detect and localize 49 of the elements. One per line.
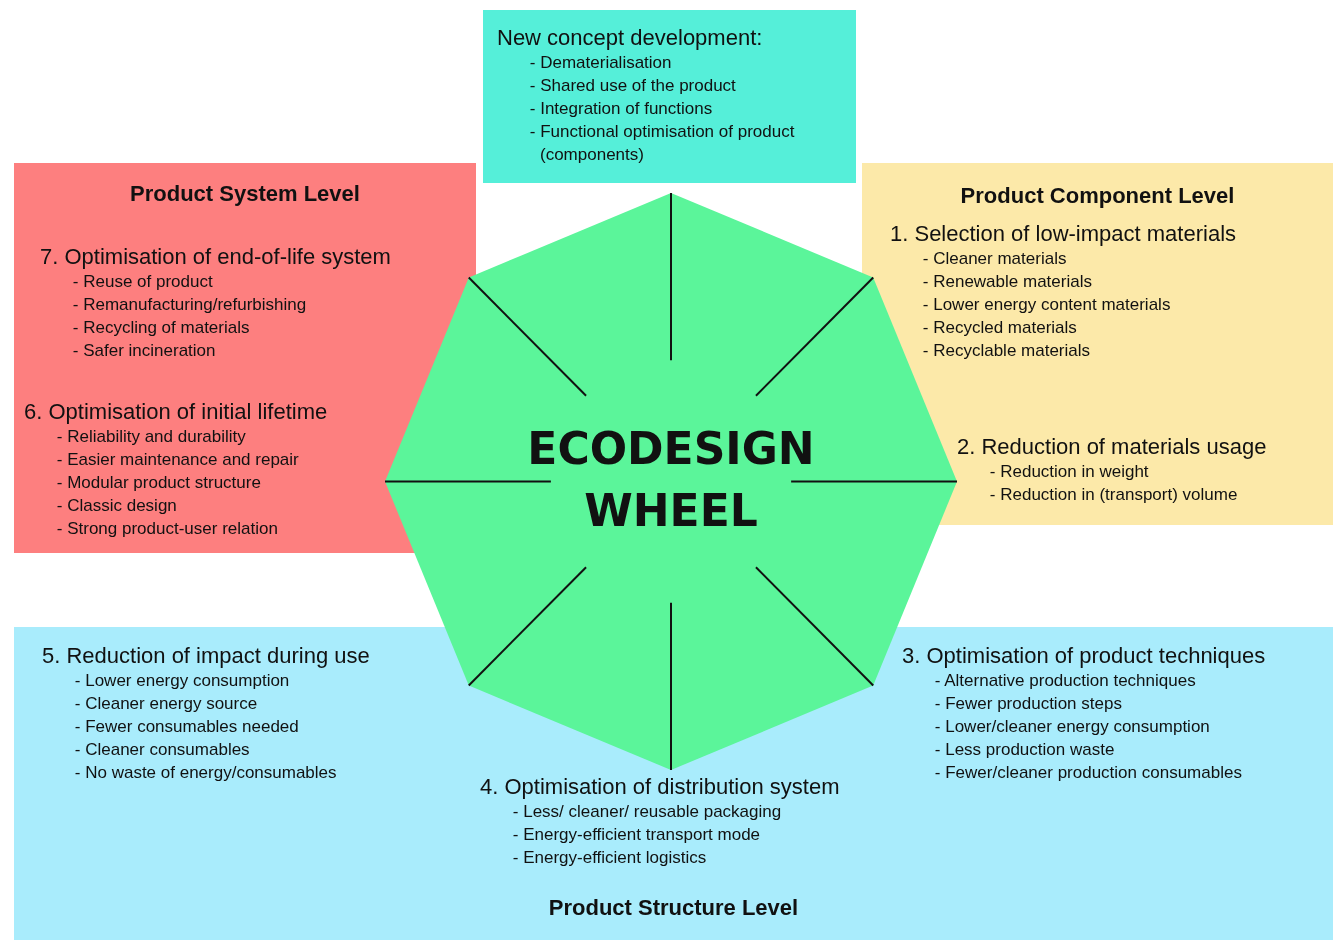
- panel-heading: Product Structure Level: [547, 895, 800, 921]
- level-panel: [14, 627, 1333, 940]
- level-panel: [14, 163, 476, 553]
- list-item: - Lower/cleaner energy consumption: [933, 716, 1211, 738]
- list-item: - Renewable materials: [921, 271, 1093, 293]
- concept-panel: [483, 10, 856, 183]
- list-item: - Shared use of the product: [528, 75, 737, 97]
- level-panel: [862, 163, 1333, 525]
- section-heading: 4. Optimisation of distribution system: [480, 773, 841, 800]
- list-item: - Reduction in weight: [988, 461, 1150, 483]
- section-heading: 2. Reduction of materials usage: [957, 433, 1268, 460]
- section-heading: 1. Selection of low-impact materials: [890, 220, 1238, 247]
- list-item: - Easier maintenance and repair: [55, 449, 300, 471]
- list-item: - Recycled materials: [921, 317, 1078, 339]
- section-heading: 7. Optimisation of end-of-life system: [40, 243, 392, 270]
- list-item: - Lower energy content materials: [921, 294, 1172, 316]
- list-item: - Safer incineration: [71, 340, 217, 362]
- list-item: - Classic design: [55, 495, 178, 517]
- section-heading: 5. Reduction of impact during use: [42, 642, 371, 669]
- list-item: - Reduction in (transport) volume: [988, 484, 1239, 506]
- list-item: - Cleaner consumables: [73, 739, 251, 761]
- list-item: - Fewer/cleaner production consumables: [933, 762, 1243, 784]
- section-heading: New concept development:: [497, 24, 764, 51]
- list-item: - No waste of energy/consumables: [73, 762, 338, 784]
- list-item: - Fewer consumables needed: [73, 716, 300, 738]
- list-item: - Modular product structure: [55, 472, 262, 494]
- list-item: - Reliability and durability: [55, 426, 247, 448]
- list-item: - Cleaner energy source: [73, 693, 259, 715]
- wheel-title: ECODESIGN WHEEL: [526, 422, 816, 538]
- list-item: - Recyclable materials: [921, 340, 1092, 362]
- list-item: - Energy-efficient transport mode: [511, 824, 762, 846]
- list-item: - Functional optimisation of product (components): [528, 121, 796, 166]
- list-item: - Lower energy consumption: [73, 670, 291, 692]
- section-heading: 6. Optimisation of initial lifetime: [24, 398, 329, 425]
- list-item: - Reuse of product: [71, 271, 214, 293]
- list-item: - Less/ cleaner/ reusable packaging: [511, 801, 783, 823]
- list-item: - Fewer production steps: [933, 693, 1123, 715]
- list-item: - Less production waste: [933, 739, 1116, 761]
- list-item: - Remanufacturing/refurbishing: [71, 294, 308, 316]
- list-item: - Energy-efficient logistics: [511, 847, 708, 869]
- list-item: - Strong product-user relation: [55, 518, 279, 540]
- list-item: - Integration of functions: [528, 98, 714, 120]
- list-item: - Cleaner materials: [921, 248, 1068, 270]
- list-item: - Recycling of materials: [71, 317, 251, 339]
- list-item: - Alternative production techniques: [933, 670, 1197, 692]
- panel-heading: Product System Level: [129, 181, 361, 207]
- list-item: - Dematerialisation: [528, 52, 673, 74]
- panel-heading: Product Component Level: [959, 183, 1236, 209]
- section-heading: 3. Optimisation of product techniques: [902, 642, 1267, 669]
